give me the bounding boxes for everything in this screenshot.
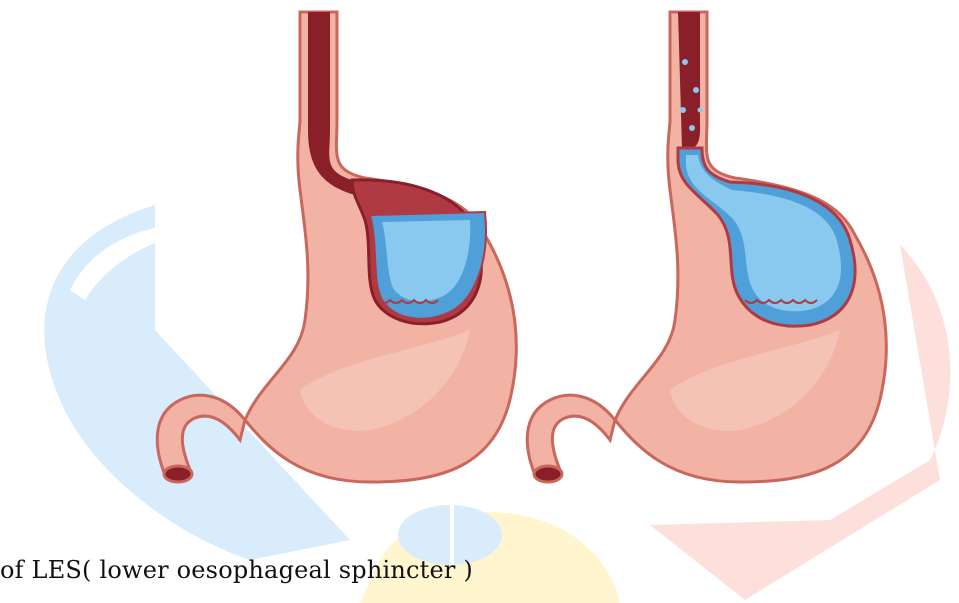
acid-bubble: [680, 107, 686, 113]
stomach-normal: [157, 12, 516, 482]
acid-bubble: [689, 125, 695, 131]
pylorus-opening: [534, 466, 562, 482]
acid-bubble: [693, 87, 699, 93]
caption-text: of LES( lower oesophageal sphincter ): [0, 556, 473, 584]
acid-bubble: [682, 59, 688, 65]
acid-bubble: [698, 108, 703, 113]
stomach-reflux: [527, 12, 886, 482]
pylorus-opening: [164, 466, 192, 482]
duodenum: [527, 395, 615, 475]
